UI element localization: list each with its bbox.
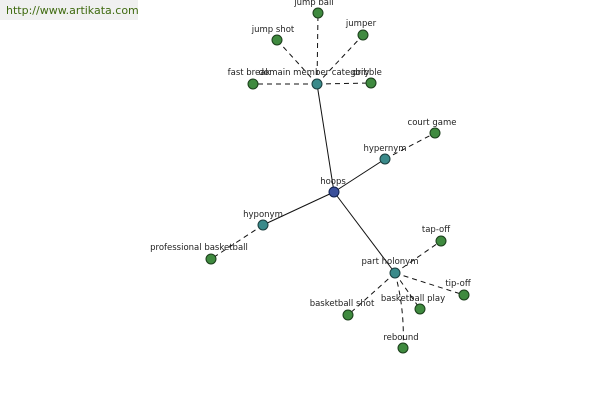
edge-hyponym-professional-basketball	[210, 224, 264, 260]
nodes: hoops domain member category hypernym hy…	[150, 0, 472, 354]
court-game-label: court game	[408, 118, 457, 128]
hypernym-label: hypernym	[363, 144, 406, 154]
edge-holonym-basketball-shot	[347, 272, 396, 316]
basketball-play-label: basketball play	[381, 294, 445, 304]
node-basketball-shot[interactable]	[342, 309, 354, 321]
node-jumper[interactable]	[357, 29, 369, 41]
url-banner: http://www.artikata.com	[0, 0, 139, 20]
edge-domain-dribble	[316, 82, 372, 85]
dribble-label: dribble	[352, 68, 382, 78]
edge-holonym-tap-off	[394, 240, 442, 274]
jumper-label: jumper	[345, 19, 377, 29]
node-basketball-play[interactable]	[414, 303, 426, 315]
node-fast-break[interactable]	[247, 78, 259, 90]
node-professional-basketball[interactable]	[205, 253, 217, 265]
node-tip-off[interactable]	[458, 289, 470, 301]
node-hyponym[interactable]	[257, 219, 269, 231]
jump-shot-label: jump shot	[251, 25, 295, 35]
domain-member-category-label: domain member category	[259, 68, 370, 78]
hyponym-label: hyponym	[243, 210, 283, 220]
edge-holonym-rebound	[394, 272, 404, 349]
node-part-holonym[interactable]	[389, 267, 401, 279]
tip-off-label: tip-off	[445, 279, 472, 289]
edge-hypernym-court-game	[384, 132, 436, 160]
rebound-label: rebound	[383, 333, 418, 343]
basketball-shot-label: basketball shot	[310, 299, 375, 309]
edge-center-hyponym	[262, 191, 335, 226]
edge-domain-jump-ball	[316, 12, 319, 85]
node-jump-ball[interactable]	[312, 7, 324, 19]
node-tap-off[interactable]	[435, 235, 447, 247]
node-court-game[interactable]	[429, 127, 441, 139]
node-domain-member-category[interactable]	[311, 78, 323, 90]
edges	[210, 12, 465, 349]
edge-center-part-holonym	[333, 191, 396, 274]
site-url-link[interactable]: http://www.artikata.com	[6, 4, 139, 17]
node-jump-shot[interactable]	[271, 34, 283, 46]
edge-domain-jumper	[316, 34, 364, 85]
professional-basketball-label: professional basketball	[150, 243, 248, 253]
tap-off-label: tap-off	[422, 225, 451, 235]
node-center[interactable]	[328, 186, 340, 198]
edge-center-domain	[316, 83, 335, 193]
center-label: hoops	[320, 177, 346, 187]
edge-holonym-tip-off	[394, 272, 465, 296]
edge-center-hypernym	[333, 158, 386, 193]
node-rebound[interactable]	[397, 342, 409, 354]
edge-holonym-basketball-play	[394, 272, 421, 310]
node-dribble[interactable]	[365, 77, 377, 89]
jump-ball-label: jump ball	[293, 0, 333, 8]
part-holonym-label: part holonym	[362, 257, 419, 267]
node-hypernym[interactable]	[379, 153, 391, 165]
fast-break-label: fast break	[228, 68, 271, 78]
edge-domain-jump-shot	[276, 39, 318, 85]
